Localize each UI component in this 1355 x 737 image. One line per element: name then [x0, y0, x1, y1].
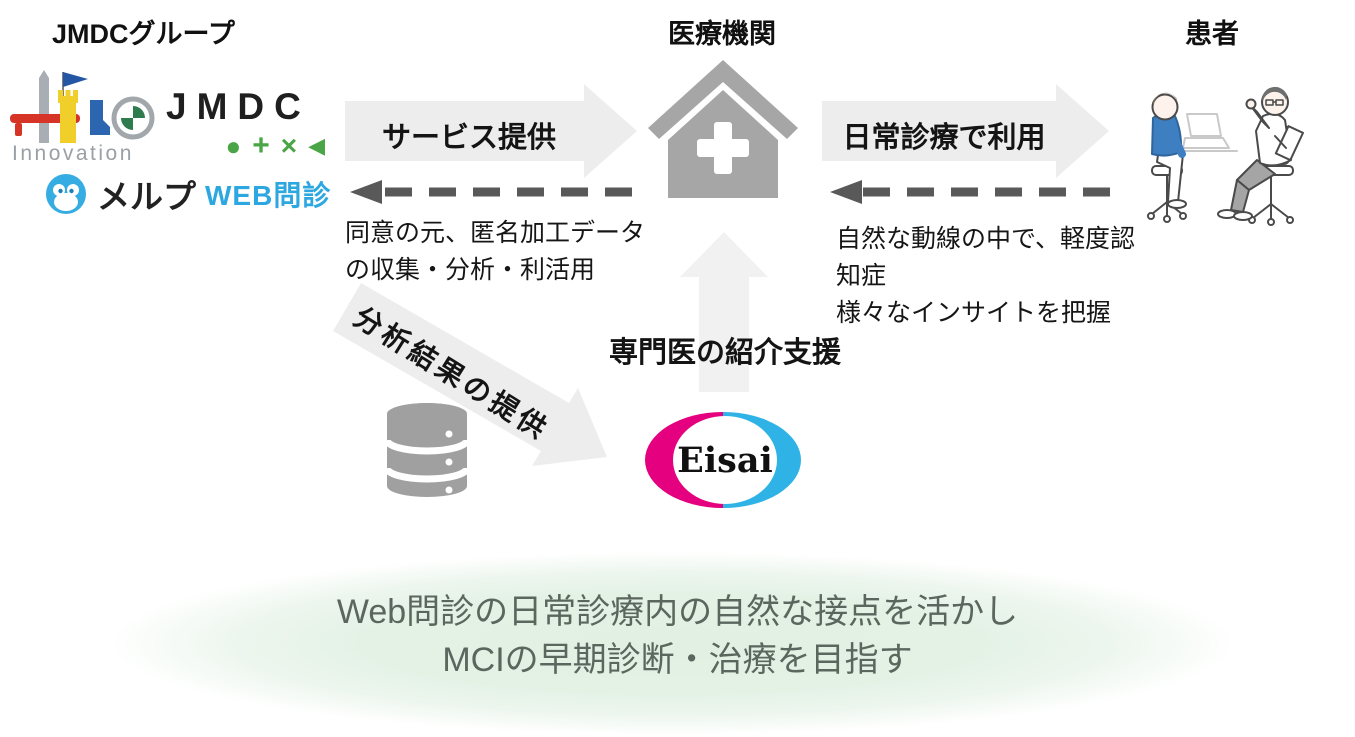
- summary-banner: Web問診の日常診療内の自然な接点を活かし MCIの早期診断・治療を目指す: [0, 588, 1355, 684]
- banner-line-2: MCIの早期診断・治療を目指す: [442, 641, 913, 679]
- daily-use-arrow: [822, 84, 1109, 178]
- plus-icon: +: [252, 129, 270, 162]
- note-insights: 自然な動線の中で、軽度認 知症 様々なインサイトを把握: [836, 221, 1135, 332]
- circle-icon: ●: [225, 130, 242, 161]
- melp-name: メルプ: [97, 178, 196, 215]
- group-heading-medical-institution: 医療機関: [668, 19, 776, 49]
- flag-icon: [63, 72, 88, 87]
- note-line: 知症: [836, 262, 887, 290]
- penguin-icon: [46, 174, 86, 214]
- melp-logo: メルプ WEB問診: [44, 170, 331, 218]
- jmdc-logo: JMDC ● + × ◀: [166, 86, 331, 163]
- referral-arrow: [680, 232, 768, 392]
- eisai-logo: Eisai: [645, 412, 801, 508]
- boot-icon: [90, 100, 110, 135]
- group-heading-jmdc: JMDCグループ: [52, 19, 235, 49]
- summary-ellipse: [110, 552, 1235, 735]
- eisai-wordmark: Eisai: [677, 440, 773, 481]
- data-feedback-arrow-right: [830, 180, 1110, 204]
- note-line: 様々なインサイトを把握: [836, 299, 1112, 327]
- sword-icon: [39, 70, 49, 143]
- service-arrow-label: サービス提供: [381, 122, 556, 154]
- jmdc-wordmark: JMDC: [166, 86, 311, 127]
- group-heading-patient: 患者: [1185, 19, 1239, 49]
- service-arrow: [345, 84, 637, 178]
- note-line: 自然な動線の中で、軽度認: [836, 225, 1136, 253]
- jmdc-symbols: ● + × ◀: [166, 129, 331, 163]
- doctor-patient-illustration: [1147, 86, 1305, 226]
- hospital-icon: [648, 60, 798, 198]
- note-line: 同意の元、匿名加工データ: [345, 219, 646, 247]
- data-feedback-arrow-left: [350, 180, 632, 204]
- banner-line-1: Web問診の日常診療内の自然な接点を活かし: [336, 593, 1019, 631]
- melp-service-label: WEB問診: [205, 180, 332, 211]
- hero-innovation-text: Innovation: [12, 142, 134, 165]
- database-icon: [383, 403, 471, 497]
- hero-innovation-logo: Innovation: [10, 70, 155, 165]
- note-line: の収集・分析・利活用: [345, 256, 596, 284]
- analysis-arrow: [333, 283, 607, 466]
- triangle-icon: ◀: [308, 133, 325, 158]
- note-data-collection: 同意の元、匿名加工データ の収集・分析・利活用: [345, 215, 645, 289]
- referral-arrow-label: 専門医の紹介支援: [608, 337, 841, 369]
- multiply-icon: ×: [280, 130, 298, 161]
- daily-use-arrow-label: 日常診療で利用: [842, 122, 1046, 154]
- tower-icon: [60, 103, 76, 143]
